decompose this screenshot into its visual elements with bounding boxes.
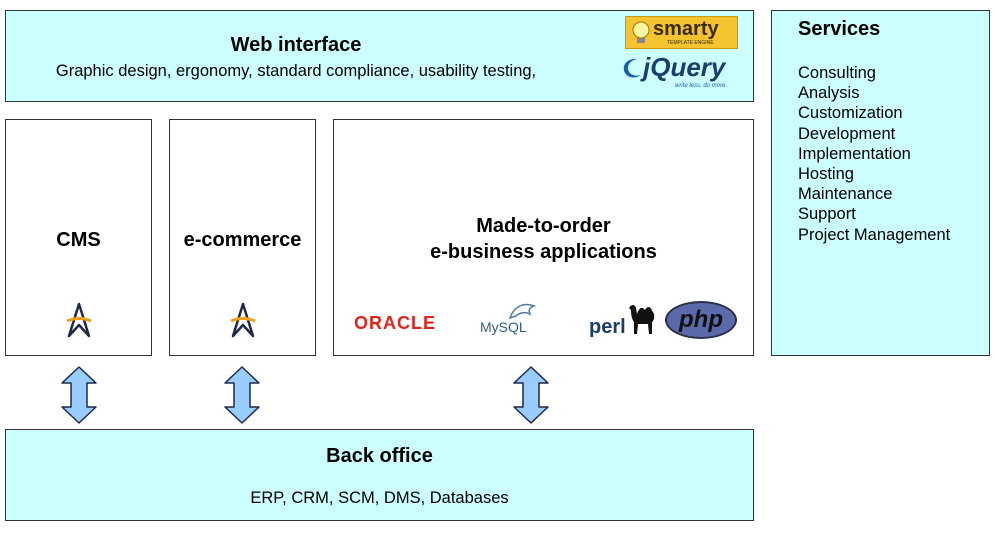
star-a-logo-icon bbox=[66, 302, 92, 338]
services-list-item: Hosting bbox=[798, 165, 854, 184]
back-office-title: Back office bbox=[326, 445, 433, 467]
ecommerce-title: e-commerce bbox=[183, 229, 302, 251]
camel-icon bbox=[629, 305, 655, 334]
star-a-logo-icon bbox=[230, 302, 256, 338]
apps-backoffice-arrow bbox=[513, 366, 549, 424]
web-interface-box: Web interface Graphic design, ergonomy, … bbox=[5, 10, 754, 102]
apps-title-line1: Made-to-order bbox=[476, 215, 611, 237]
ecommerce-backoffice-arrow bbox=[224, 366, 260, 424]
apps-box: Made-to-order e-business applications OR… bbox=[333, 119, 754, 356]
back-office-box: Back office ERP, CRM, SCM, DMS, Database… bbox=[5, 429, 754, 521]
jquery-logo-text: jQuery bbox=[643, 52, 726, 82]
cms-box: CMS bbox=[5, 119, 152, 356]
services-list-item: Support bbox=[798, 205, 856, 224]
smarty-logo: smarty TEMPLATE ENGINE bbox=[625, 16, 738, 49]
back-office-subtitle: ERP, CRM, SCM, DMS, Databases bbox=[250, 489, 509, 507]
services-list-item: Maintenance bbox=[798, 185, 893, 204]
services-list-item: Consulting bbox=[798, 64, 876, 82]
services-list-item: Implementation bbox=[798, 144, 911, 163]
smarty-logo-text: smarty bbox=[653, 18, 719, 40]
cms-title: CMS bbox=[56, 229, 101, 251]
services-list-item: Analysis bbox=[798, 84, 860, 103]
oracle-logo: ORACLE bbox=[354, 313, 436, 333]
jquery-swirl-icon bbox=[623, 58, 641, 78]
ecommerce-box: e-commerce bbox=[169, 119, 316, 356]
cms-backoffice-arrow bbox=[61, 366, 97, 424]
services-list-item: Customization bbox=[798, 104, 903, 123]
web-interface-subtitle: Graphic design, ergonomy, standard compl… bbox=[55, 62, 537, 80]
mysql-logo: MySQL bbox=[480, 300, 545, 340]
php-logo-text: php bbox=[679, 306, 723, 333]
services-title: Services bbox=[798, 18, 881, 40]
services-list: Consulting Analysis Customization Develo… bbox=[798, 63, 950, 245]
php-logo: php bbox=[665, 301, 737, 339]
services-box: Services Consulting Analysis Customizati… bbox=[771, 10, 990, 356]
lightbulb-icon bbox=[632, 21, 650, 43]
jquery-logo: jQuery write less, do more. bbox=[619, 52, 744, 92]
services-list-item: Development bbox=[798, 124, 896, 143]
perl-logo: perl bbox=[589, 300, 661, 340]
jquery-logo-tagline: write less, do more. bbox=[675, 83, 728, 89]
web-interface-title: Web interface bbox=[230, 34, 362, 56]
dolphin-icon bbox=[508, 303, 537, 320]
perl-logo-text: perl bbox=[589, 316, 626, 338]
mysql-logo-text: MySQL bbox=[480, 319, 527, 335]
apps-title-line2: e-business applications bbox=[430, 241, 657, 263]
services-list-item: Project Management bbox=[798, 225, 951, 244]
smarty-logo-tagline: TEMPLATE ENGINE bbox=[667, 40, 714, 46]
